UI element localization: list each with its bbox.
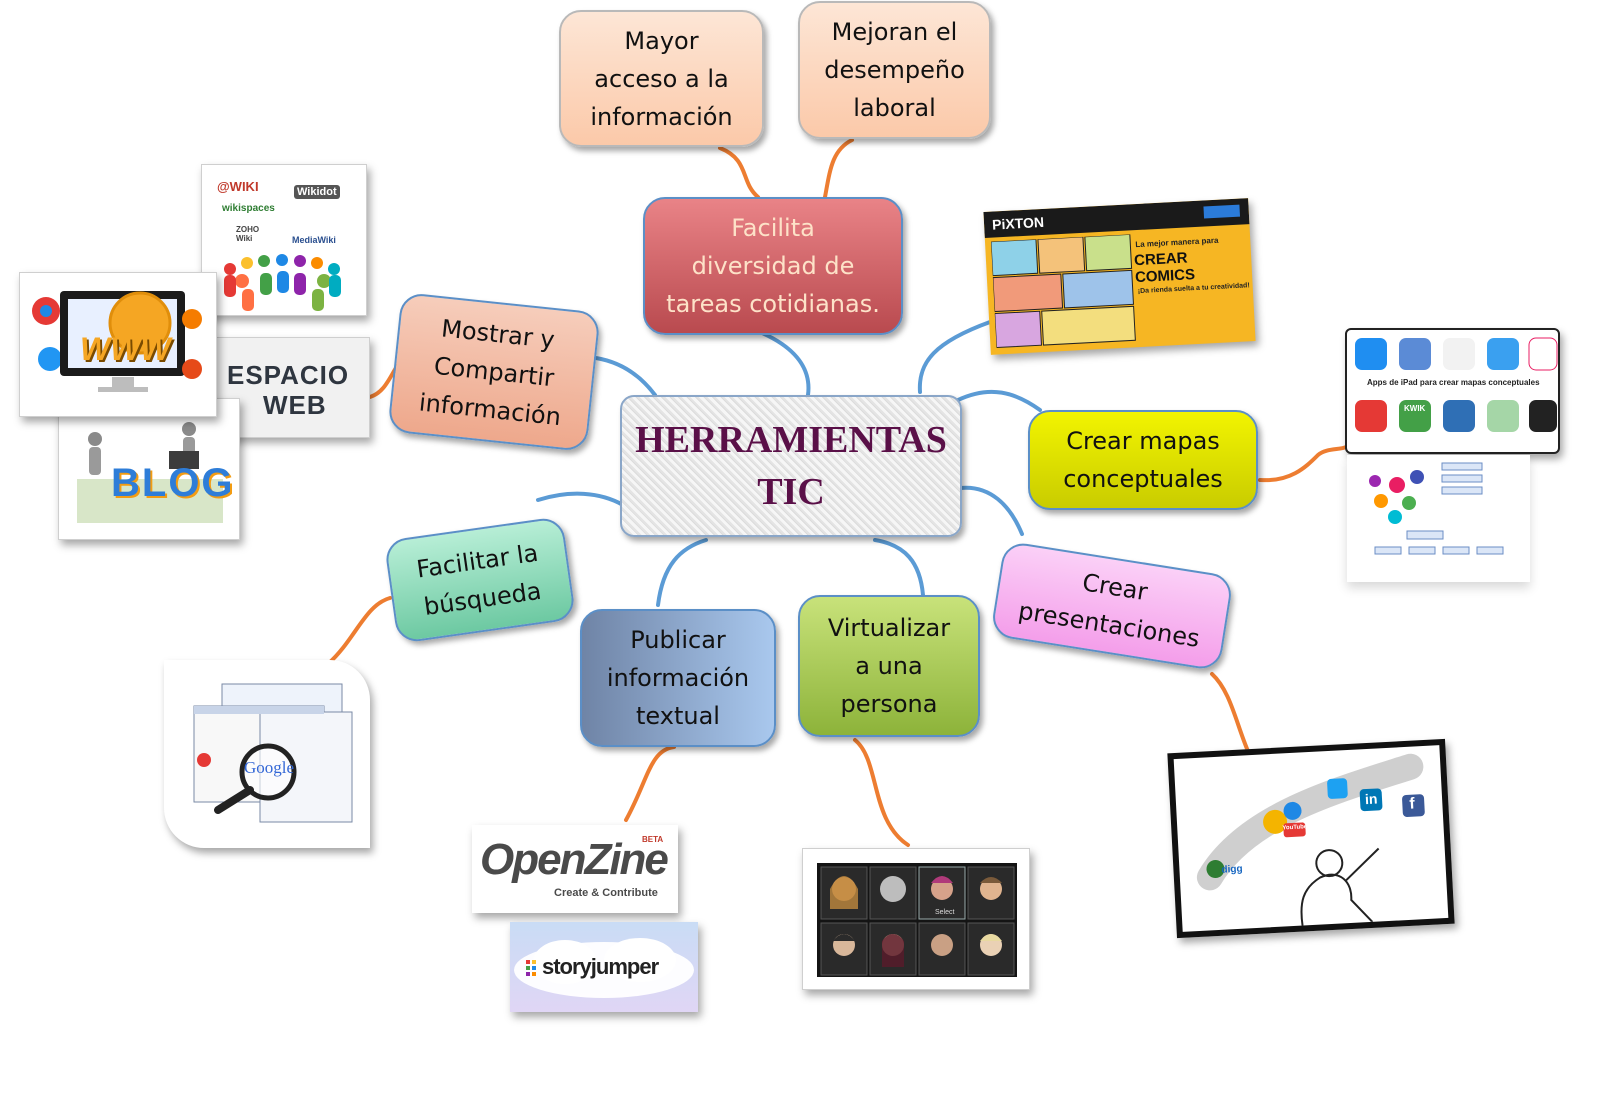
node-desempeno-laboral[interactable]: Mejoran el desempeño laboral	[798, 1, 991, 139]
link-center-pixton	[917, 320, 992, 394]
link-busqueda-google	[326, 596, 392, 666]
social-label-youtube: YouTube	[1282, 824, 1308, 832]
google-search-image: Google	[164, 660, 370, 848]
social-label-digg: digg	[1221, 863, 1243, 876]
link-center-presentaciones	[958, 485, 1024, 536]
blog-image: BLOG	[58, 398, 240, 540]
node-publicar-informacion-label: Publicar información textual	[606, 626, 750, 730]
link-facilita-desempeno	[823, 138, 854, 199]
node-mayor-acceso-label: Mayor acceso a la información	[590, 26, 733, 131]
wiki-logos-image: @WIKI Wikidot wikispaces ZOHO Wiki Media…	[201, 164, 367, 316]
ipad-kwik-label: KWIK	[1404, 404, 1426, 413]
pixton-headline: CREAR COMICS	[1133, 249, 1196, 287]
wiki-label-mediawiki: MediaWiki	[292, 235, 336, 245]
storyjumper-image: storyjumper	[510, 922, 698, 1012]
espacio-label: ESPACIO	[227, 360, 350, 390]
social-media-illustration	[1196, 753, 1425, 926]
www-label: WWW	[80, 331, 171, 367]
openzine-tagline: Create & Contribute	[554, 887, 658, 899]
node-virtualizar-persona[interactable]: Virtualizar a una persona	[798, 595, 980, 737]
node-desempeno-laboral-label: Mejoran el desempeño laboral	[824, 18, 965, 122]
node-crear-mapas[interactable]: Crear mapas conceptuales	[1028, 410, 1258, 510]
node-mayor-acceso[interactable]: Mayor acceso a la información	[559, 10, 764, 147]
concept-map-image	[1347, 455, 1530, 582]
link-mapas-ipad	[1258, 445, 1348, 483]
node-crear-mapas-label: Crear mapas conceptuales	[1063, 427, 1223, 493]
google-label: Google	[244, 758, 295, 777]
web-label: WEB	[263, 390, 327, 420]
central-topic-line1: HERRAMIENTAS	[635, 419, 947, 461]
central-topic-node[interactable]: HERRAMIENTAS TIC	[620, 395, 962, 537]
pixton-brand: PiXTON	[991, 213, 1045, 233]
central-topic-line2: TIC	[757, 471, 825, 513]
blog-illustration	[77, 422, 223, 523]
link-center-publicar	[656, 538, 708, 607]
link-publicar-openzine	[624, 745, 676, 822]
link-center-compartir	[594, 356, 657, 397]
node-mostrar-compartir[interactable]: Mostrar y Compartir información	[387, 291, 601, 453]
social-media-image: digg YouTube in f	[1167, 738, 1455, 939]
node-virtualizar-persona-label: Virtualizar a una persona	[827, 614, 951, 718]
comic-panels	[991, 234, 1136, 349]
openzine-brand: OpenZine	[480, 835, 669, 884]
node-crear-presentaciones-label: Crear presentaciones	[1016, 568, 1202, 653]
node-facilitar-busqueda-label: Facilitar la búsqueda	[414, 538, 544, 621]
social-label-facebook: f	[1408, 795, 1416, 813]
espacio-web-image: ESPACIO WEB	[212, 337, 370, 438]
www-monitor-image: WWW	[19, 272, 217, 417]
openzine-badge: BETA	[642, 835, 664, 844]
wiki-label-atwiki: @WIKI	[217, 179, 259, 194]
avatars-image: Select	[802, 848, 1030, 990]
wiki-label-wikispaces: wikispaces	[222, 203, 275, 214]
pixton-tagline: La mejor manera para	[1135, 235, 1219, 250]
node-facilita-tareas[interactable]: Facilita diversidad de tareas cotidianas…	[643, 197, 903, 335]
node-publicar-informacion[interactable]: Publicar información textual	[580, 609, 776, 747]
link-facilita-acceso	[718, 146, 760, 199]
node-mostrar-compartir-label: Mostrar y Compartir información	[417, 314, 563, 432]
social-label-linkedin: in	[1364, 790, 1378, 808]
ipad-apps-image: Apps de iPad para crear mapas conceptual…	[1345, 328, 1560, 454]
storyjumper-brand: storyjumper	[542, 954, 659, 979]
avatar-grid	[817, 863, 1017, 977]
ipad-app-icons	[1355, 337, 1558, 432]
people-circle-image	[224, 254, 341, 311]
www-illustration	[32, 291, 202, 392]
pixton-image: PiXTON La mejor manera para CREAR COMICS…	[983, 198, 1256, 355]
link-virtualizar-avatars	[853, 738, 910, 847]
blog-label: BLOG	[111, 461, 235, 505]
avatar-select-label: Select	[935, 909, 955, 916]
browser-windows-illustration	[193, 683, 353, 823]
link-center-busqueda	[536, 491, 625, 507]
wiki-label-wikidot: Wikidot	[294, 185, 340, 199]
link-center-mapas	[956, 389, 1042, 412]
link-center-virtualizar	[873, 538, 925, 597]
cloud-shape	[514, 938, 694, 998]
ipad-caption: Apps de iPad para crear mapas conceptual…	[1367, 378, 1540, 387]
node-facilita-tareas-label: Facilita diversidad de tareas cotidianas…	[666, 214, 880, 318]
link-center-facilita	[758, 330, 811, 397]
wiki-label-zoho: ZOHO Wiki	[236, 225, 260, 243]
concept-map-illustration	[1369, 462, 1504, 555]
openzine-image: OpenZine BETA Create & Contribute	[472, 825, 678, 913]
